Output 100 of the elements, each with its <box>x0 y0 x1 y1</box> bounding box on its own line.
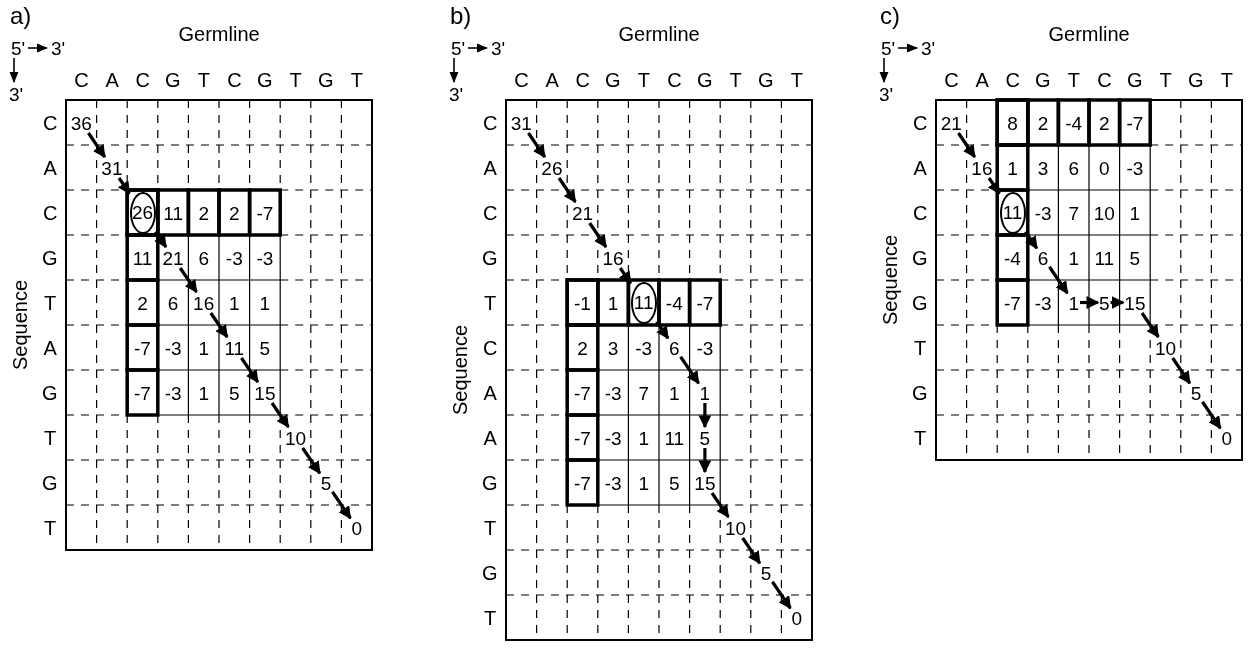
axis-title: Sequence <box>10 279 31 371</box>
score-value: -3 <box>1125 157 1145 178</box>
score-value: 36 <box>69 112 93 133</box>
nucleotide-letter: G <box>696 70 713 90</box>
score-value: 1 <box>228 292 241 313</box>
nucleotide-letter: C <box>1005 70 1020 90</box>
nucleotide-letter: C <box>913 202 928 223</box>
score-value: 1 <box>698 382 712 403</box>
nucleotide-letter: G <box>256 70 273 90</box>
score-value: 5 <box>668 472 681 493</box>
score-value: 15 <box>1123 292 1147 313</box>
nucleotide-letter: C <box>483 202 498 223</box>
nucleotide-letter: T <box>914 427 927 448</box>
strand-end-label: 5' <box>11 38 26 58</box>
nucleotide-letter: C <box>43 202 58 223</box>
traceback-arrow <box>618 267 632 285</box>
nucleotide-letter: G <box>1126 70 1143 90</box>
traceback-arrow <box>771 580 792 610</box>
score-value: 1 <box>1067 247 1080 268</box>
score-value: -3 <box>255 247 275 268</box>
axis-title: Sequence <box>450 324 471 416</box>
score-value: -3 <box>603 472 623 493</box>
score-value: 21 <box>570 202 595 223</box>
nucleotide-letter: T <box>914 337 927 358</box>
nucleotide-letter: A <box>545 70 559 90</box>
nucleotide-letter: A <box>43 337 57 358</box>
nucleotide-letter: G <box>605 70 621 90</box>
score-value: -3 <box>634 337 654 358</box>
nucleotide-letter: A <box>43 157 57 178</box>
score-value: 3 <box>606 337 620 358</box>
nucleotide-letter: C <box>575 70 590 90</box>
strand-end-label: 5' <box>881 38 896 58</box>
score-value: 6 <box>1067 157 1080 178</box>
score-value: -3 <box>1033 292 1053 313</box>
score-value: 16 <box>970 157 994 178</box>
score-value: 15 <box>693 472 717 493</box>
score-value: 0 <box>1098 157 1111 178</box>
traceback-arrow <box>1024 230 1039 250</box>
traceback-arrow <box>154 230 168 249</box>
score-value: 1 <box>258 292 272 313</box>
nucleotide-letter: T <box>44 292 57 313</box>
score-value: 10 <box>1153 337 1178 358</box>
nucleotide-letter: G <box>318 70 334 90</box>
nucleotide-letter: T <box>197 70 210 90</box>
score-value: 2 <box>1098 112 1111 133</box>
circled-score: 11 <box>999 191 1026 234</box>
traceback-arrow <box>1080 296 1100 309</box>
axis-title: Germline <box>178 24 260 44</box>
traceback-arrow <box>270 402 290 429</box>
score-value: 5 <box>759 562 773 583</box>
strand-end-label: 3' <box>449 84 464 104</box>
traceback-arrow <box>117 177 131 195</box>
nucleotide-letter: T <box>637 70 650 90</box>
score-value: 2 <box>136 292 149 313</box>
score-value: 7 <box>1067 202 1080 223</box>
nucleotide-letter: C <box>135 70 150 90</box>
score-value: 1 <box>668 382 681 403</box>
strand-end-label: 3' <box>491 38 506 58</box>
traceback-arrow <box>209 312 229 339</box>
score-value: -3 <box>224 247 244 268</box>
score-value: -3 <box>1033 202 1053 223</box>
strand-end-label: 3' <box>879 84 894 104</box>
nucleotide-letter: C <box>667 70 682 90</box>
score-value: 0 <box>790 607 803 628</box>
panel-label: b) <box>450 4 472 28</box>
nucleotide-letter: G <box>482 562 498 583</box>
score-value: -3 <box>695 337 715 358</box>
nucleotide-letter: T <box>484 607 497 628</box>
traceback-arrow <box>698 448 712 474</box>
score-value: 0 <box>350 517 363 538</box>
nucleotide-letter: G <box>758 70 774 90</box>
nucleotide-letter: T <box>1067 70 1080 90</box>
score-value: 10 <box>1092 202 1116 223</box>
score-value: 5 <box>698 427 712 448</box>
score-value: 1 <box>197 382 210 403</box>
nucleotide-letter: C <box>514 70 529 90</box>
nucleotide-letter: C <box>944 70 959 90</box>
nucleotide-letter: A <box>105 70 119 90</box>
panel-label: c) <box>880 4 900 28</box>
nucleotide-letter: T <box>484 517 497 538</box>
score-value: -3 <box>603 427 623 448</box>
nucleotide-letter: C <box>483 112 498 133</box>
score-value: 5 <box>1128 247 1142 268</box>
nucleotide-letter: T <box>729 70 742 90</box>
score-value: 11 <box>663 427 686 448</box>
nucleotide-letter: C <box>483 337 498 358</box>
score-value: 26 <box>540 157 564 178</box>
score-value: 5 <box>319 472 333 493</box>
score-value: 2 <box>197 202 210 223</box>
strand-end-label: 5' <box>451 38 466 58</box>
traceback-arrow <box>331 490 352 520</box>
traceback-arrow <box>1171 357 1192 385</box>
score-value: 10 <box>723 517 748 538</box>
score-value: 31 <box>100 157 124 178</box>
score-value: 21 <box>939 112 963 133</box>
nucleotide-letter: G <box>1188 70 1204 90</box>
score-value: 1 <box>637 427 650 448</box>
nucleotide-letter: T <box>790 70 803 90</box>
nucleotide-letter: A <box>975 70 989 90</box>
score-value: 1 <box>606 292 620 313</box>
